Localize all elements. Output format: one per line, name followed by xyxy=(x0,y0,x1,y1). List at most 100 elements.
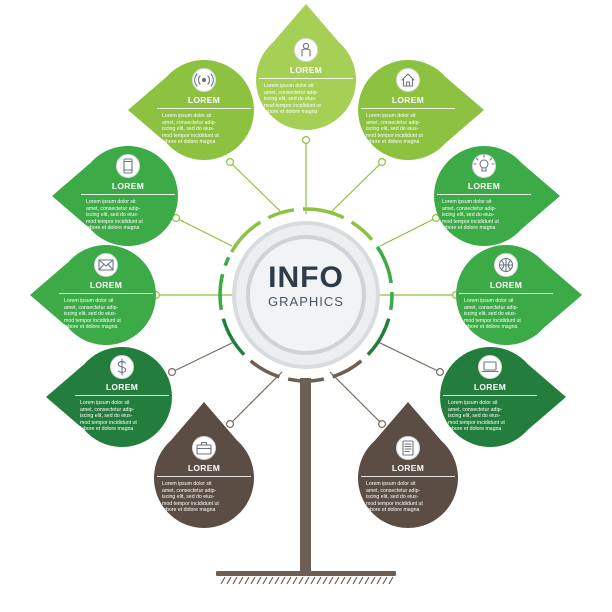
icon-disc-top xyxy=(294,38,318,62)
card-divider xyxy=(59,293,153,294)
center-title: INFO xyxy=(268,261,344,294)
trunk xyxy=(300,378,311,574)
card-title: LOREM xyxy=(489,280,523,290)
person-icon xyxy=(301,42,311,57)
card-left-4: LOREM Lorem ipsum dolor sit amet, consect… xyxy=(47,382,197,433)
ring-segment-10 xyxy=(221,318,246,356)
leaf-bottom-left xyxy=(154,402,254,528)
leaf-left-3 xyxy=(30,245,156,345)
card-divider xyxy=(75,395,169,396)
outer-ring xyxy=(218,207,394,383)
connector-bottom-left xyxy=(229,371,283,425)
card-divider xyxy=(459,293,553,294)
ring-segment-6 xyxy=(366,318,391,356)
connector-dot-top xyxy=(302,136,311,145)
ring-segment-0 xyxy=(229,220,262,253)
connector-dot-right-4 xyxy=(436,368,445,377)
card-body: Lorem ipsum dolor sit amet, consectetur … xyxy=(80,400,137,433)
card-body: Lorem ipsum dolor sit amet, consectetur … xyxy=(366,113,423,146)
card-divider xyxy=(361,476,455,477)
ring-segment-11 xyxy=(218,273,225,311)
icon-disc-left-2 xyxy=(116,154,140,178)
lightbulb-icon xyxy=(473,154,495,172)
connector-left-2 xyxy=(175,217,233,247)
card-right-4: LOREM Lorem ipsum dolor sit amet, consect… xyxy=(415,382,565,433)
card-divider xyxy=(361,108,455,109)
ring-segment-2 xyxy=(302,207,345,220)
leaf-upper-right xyxy=(358,59,484,160)
card-title: LOREM xyxy=(391,95,425,105)
connector-dot-left-4 xyxy=(168,368,177,377)
card-divider xyxy=(259,78,353,79)
laptop-icon xyxy=(481,361,499,373)
ground-line xyxy=(216,571,396,576)
card-divider xyxy=(157,476,251,477)
document-icon xyxy=(402,440,414,456)
card-title: LOREM xyxy=(473,382,507,392)
card-divider xyxy=(437,194,531,195)
leaf-left-2 xyxy=(52,146,178,246)
card-left-2: LOREM Lorem ipsum dolor sit amet, consect… xyxy=(53,181,203,232)
signal-icon xyxy=(194,73,214,87)
leaf-bottom-right xyxy=(358,402,458,528)
card-body: Lorem ipsum dolor sit amet, consectetur … xyxy=(448,400,505,433)
card-title: LOREM xyxy=(467,181,501,191)
connector-left-4 xyxy=(171,341,235,373)
phone-icon xyxy=(123,158,133,174)
globe-icon xyxy=(498,257,514,273)
card-body: Lorem ipsum dolor sit amet, consectetur … xyxy=(366,481,423,514)
card-right-3: LOREM Lorem ipsum dolor sit amet, consect… xyxy=(431,280,581,331)
card-body: Lorem ipsum dolor sit amet, consectetur … xyxy=(464,298,521,331)
card-title: LOREM xyxy=(89,280,123,290)
card-body: Lorem ipsum dolor sit amet, consectetur … xyxy=(162,113,219,146)
center-subtitle: GRAPHICS xyxy=(268,294,344,309)
leaf-upper-left xyxy=(128,59,254,160)
connector-right-2 xyxy=(379,217,437,247)
ring-segment-3 xyxy=(350,220,374,241)
connector-dot-bottom-right xyxy=(378,420,387,429)
card-body: Lorem ipsum dolor sit amet, consectetur … xyxy=(64,298,121,331)
card-bottom-left: LOREM Lorem ipsum dolor sit amet, consect… xyxy=(129,463,279,514)
ring-segment-7 xyxy=(332,359,363,379)
connector-bottom-right xyxy=(329,371,383,425)
ring-segment-1 xyxy=(267,208,295,220)
ground-hatch xyxy=(220,576,394,585)
ring-segment-8 xyxy=(287,377,325,383)
icon-layer xyxy=(94,38,518,460)
ring-segment-4 xyxy=(375,245,393,284)
connector-upper-left xyxy=(229,161,284,215)
leaf-shapes xyxy=(30,4,582,528)
card-title: LOREM xyxy=(105,382,139,392)
card-body: Lorem ipsum dolor sit amet, consectetur … xyxy=(264,83,321,116)
card-right-2: LOREM Lorem ipsum dolor sit amet, consect… xyxy=(409,181,559,232)
card-left-3: LOREM Lorem ipsum dolor sit amet, consect… xyxy=(31,280,181,331)
card-divider xyxy=(157,108,251,109)
connector-dot-upper-right xyxy=(378,158,387,167)
connector-right-4 xyxy=(377,341,441,373)
card-body: Lorem ipsum dolor sit amet, consectetur … xyxy=(86,199,143,232)
center-label: INFO GRAPHICS xyxy=(236,261,376,310)
leaf-right-2 xyxy=(434,146,560,246)
icon-disc-right-4 xyxy=(478,355,502,379)
ring-segment-5 xyxy=(388,291,394,311)
leaf-left-4 xyxy=(46,347,172,447)
card-upper-right: LOREM Lorem ipsum dolor sit amet, consect… xyxy=(333,95,483,146)
connector-dot-bottom-left xyxy=(226,420,235,429)
leaf-right-4 xyxy=(440,346,566,447)
ring-segment-12 xyxy=(223,256,231,267)
card-body: Lorem ipsum dolor sit amet, consectetur … xyxy=(442,199,499,232)
briefcase-icon xyxy=(196,441,212,455)
icon-disc-bottom-right xyxy=(396,436,420,460)
center-disc xyxy=(250,239,362,351)
dollar-icon xyxy=(117,358,127,376)
card-title: LOREM xyxy=(289,65,323,75)
mail-icon xyxy=(98,259,114,271)
connector-dot-upper-left xyxy=(226,158,235,167)
card-title: LOREM xyxy=(111,181,145,191)
card-body: Lorem ipsum dolor sit amet, consectetur … xyxy=(162,481,219,514)
card-title: LOREM xyxy=(187,463,221,473)
ring-segment-9 xyxy=(249,359,280,379)
